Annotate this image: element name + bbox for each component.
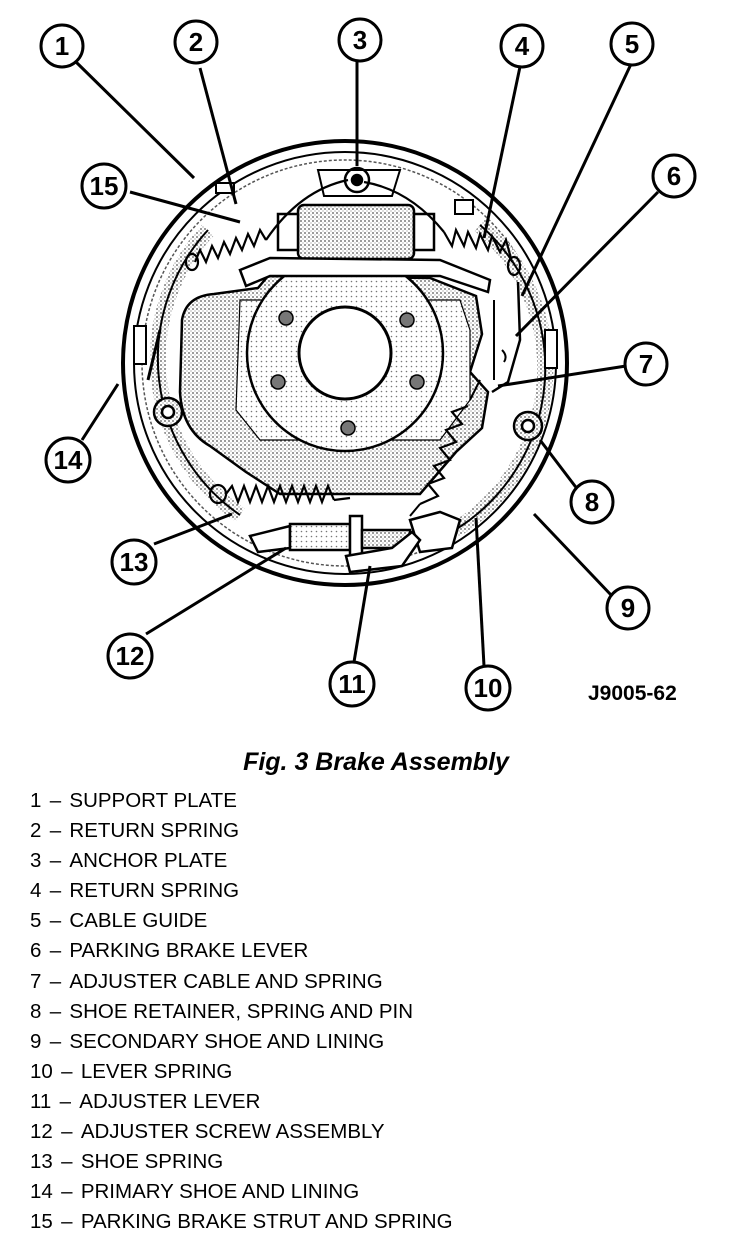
legend-item: 3–ANCHOR PLATE <box>30 849 228 873</box>
svg-text:7: 7 <box>639 349 653 379</box>
callout-1: 1 <box>39 23 85 69</box>
callout-11: 11 <box>328 660 376 708</box>
hub <box>245 253 445 453</box>
callout-12: 12 <box>106 632 154 680</box>
legend-item: 5–CABLE GUIDE <box>30 909 208 933</box>
svg-text:1: 1 <box>55 31 69 61</box>
svg-text:13: 13 <box>120 547 149 577</box>
callout-8: 8 <box>569 479 615 525</box>
shoe-retainer-left <box>152 396 184 428</box>
legend-item: 12–ADJUSTER SCREW ASSEMBLY <box>30 1120 385 1144</box>
legend-item: 14–PRIMARY SHOE AND LINING <box>30 1180 360 1204</box>
svg-text:9: 9 <box>621 593 635 623</box>
legend-item: 15–PARKING BRAKE STRUT AND SPRING <box>30 1210 453 1234</box>
anchor-plate <box>215 166 474 215</box>
legend-item: 11–ADJUSTER LEVER <box>30 1089 261 1113</box>
callout-7: 7 <box>623 341 669 387</box>
legend-item: 7–ADJUSTER CABLE AND SPRING <box>30 969 383 993</box>
callout-2: 2 <box>173 19 219 65</box>
svg-text:14: 14 <box>54 445 83 475</box>
wheel-cylinder <box>238 203 492 294</box>
return-spring-left <box>184 178 349 272</box>
svg-text:8: 8 <box>585 487 599 517</box>
callout-10: 10 <box>464 664 512 712</box>
legend-item: 9–SECONDARY SHOE AND LINING <box>30 1029 385 1053</box>
leader-lines <box>74 60 660 667</box>
legend-item: 8–SHOE RETAINER, SPRING AND PIN <box>30 999 414 1023</box>
adjuster-cable-spring <box>409 379 481 517</box>
brake-shoes <box>133 218 558 537</box>
svg-text:12: 12 <box>116 641 145 671</box>
legend-item: 4–RETURN SPRING <box>30 879 240 903</box>
svg-text:15: 15 <box>90 171 119 201</box>
svg-text:10: 10 <box>474 673 503 703</box>
legend-item: 13–SHOE SPRING <box>30 1150 224 1174</box>
svg-text:3: 3 <box>353 25 367 55</box>
svg-text:11: 11 <box>338 669 366 699</box>
svg-text:4: 4 <box>515 31 530 61</box>
legend-item: 10–LEVER SPRING <box>30 1059 233 1083</box>
brake-assembly-illustration: 1 2 3 4 5 6 7 8 <box>39 17 697 712</box>
legend-item: 2–RETURN SPRING <box>30 819 240 843</box>
return-spring-right <box>363 180 522 277</box>
adjuster-screw-assembly <box>248 510 462 560</box>
callout-15: 15 <box>80 162 128 210</box>
adjuster-lever <box>344 530 422 574</box>
callout-4: 4 <box>499 23 545 69</box>
legend-list: 1–SUPPORT PLATE 2–RETURN SPRING 3–ANCHOR… <box>30 786 453 1237</box>
callouts: 1 2 3 4 5 6 7 8 <box>39 17 697 712</box>
callout-3: 3 <box>337 17 383 63</box>
callout-5: 5 <box>609 21 655 67</box>
svg-text:5: 5 <box>625 29 639 59</box>
svg-text:2: 2 <box>189 27 203 57</box>
shoe-retainer-right <box>512 410 544 442</box>
legend-item: 1–SUPPORT PLATE <box>30 789 237 812</box>
shoe-spring <box>208 482 351 506</box>
callout-9: 9 <box>605 585 651 631</box>
svg-text:6: 6 <box>667 161 681 191</box>
callout-14: 14 <box>44 436 92 484</box>
callout-13: 13 <box>110 538 158 586</box>
callout-6: 6 <box>651 153 697 199</box>
figure-caption: Fig. 3 Brake Assembly <box>243 748 509 776</box>
legend-item: 6–PARKING BRAKE LEVER <box>30 939 309 963</box>
figure-code: J9005-62 <box>588 682 677 705</box>
